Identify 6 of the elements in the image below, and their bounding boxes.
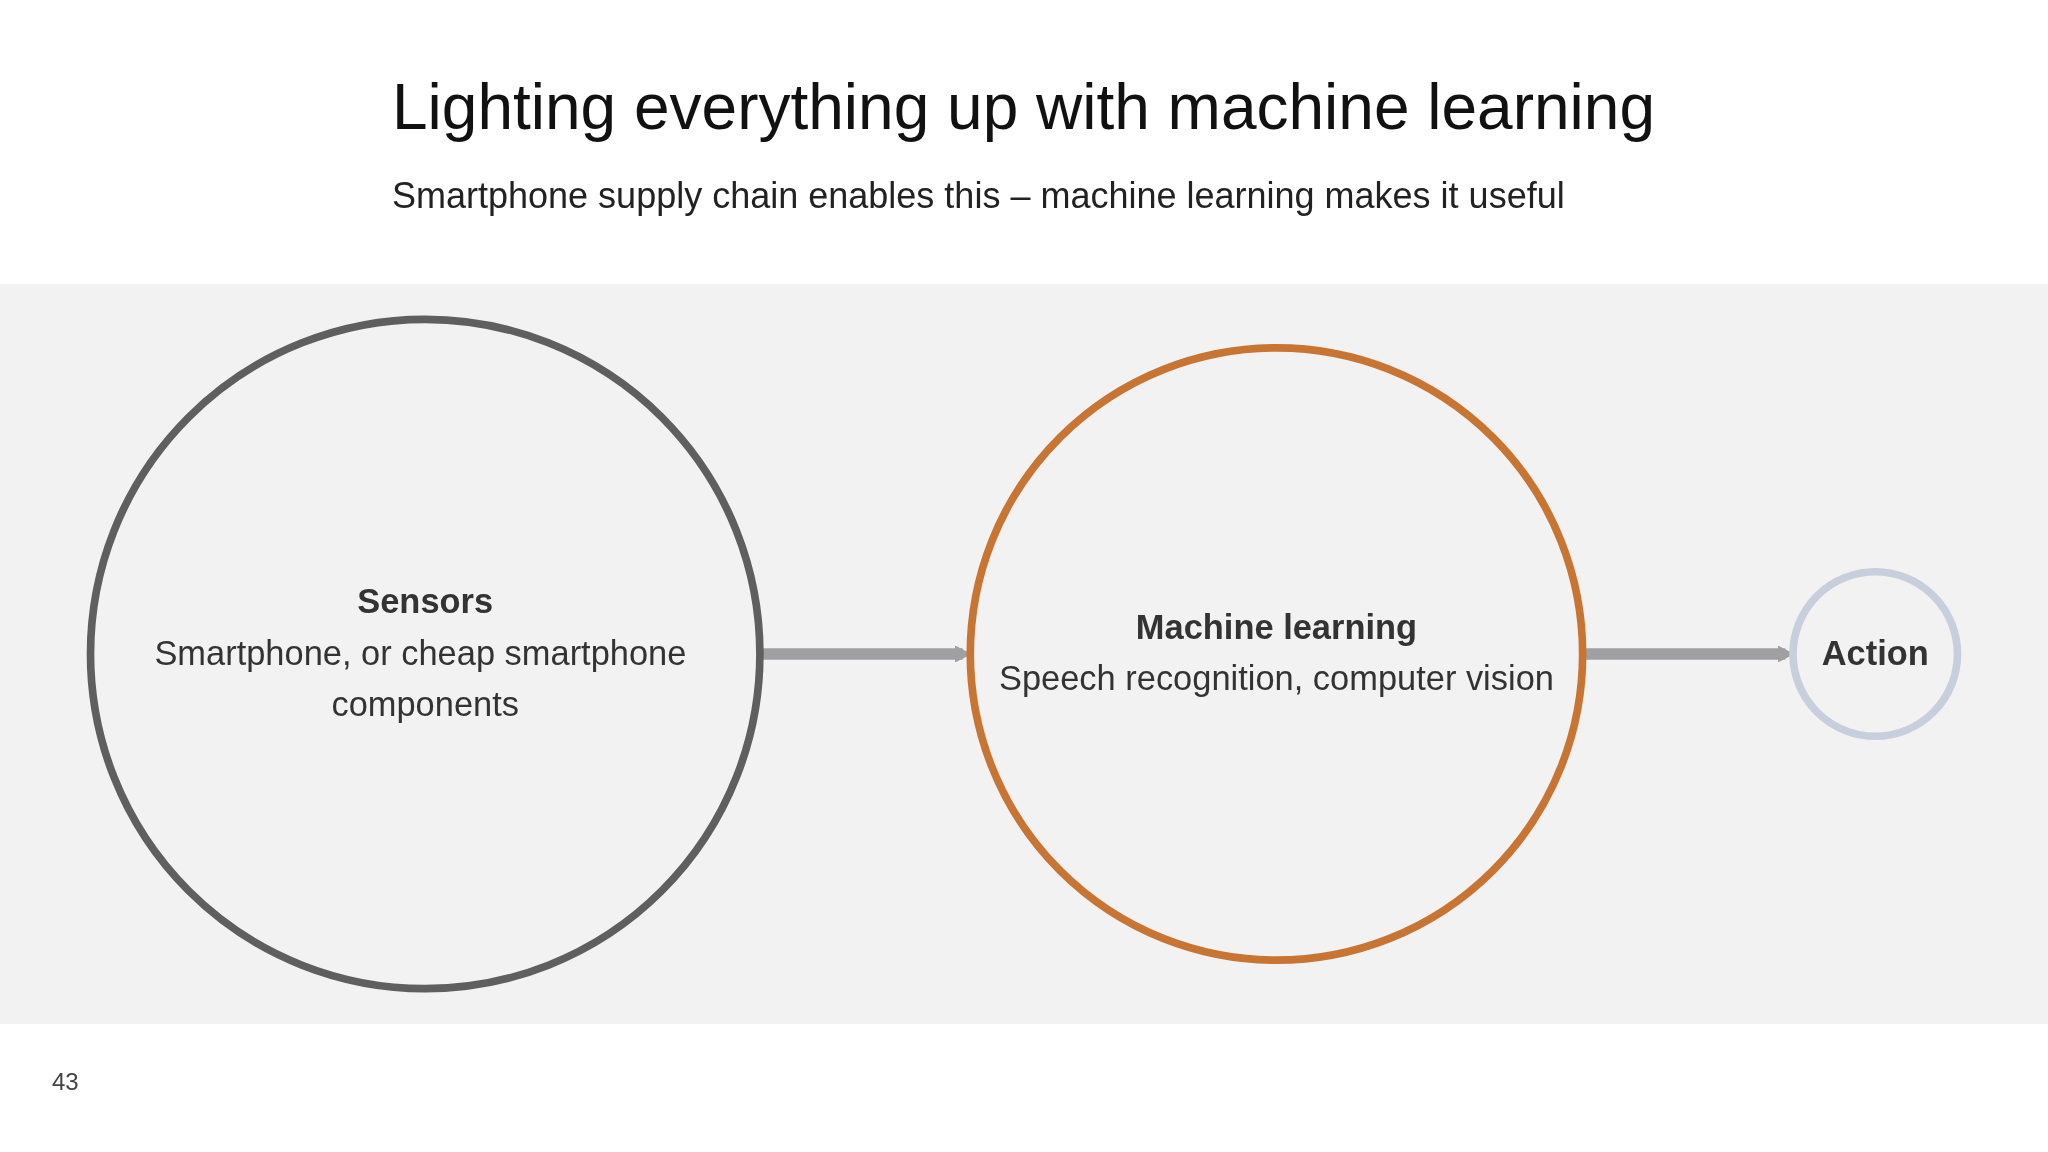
node-circle: Sensors Smartphone, or cheap smartphone components [86, 315, 764, 993]
slide-subtitle: Smartphone supply chain enables this – machine learning makes it useful [392, 175, 1565, 217]
node-circle: Machine learning Speech recognition, computer vision [966, 344, 1587, 964]
page-number: 43 [52, 1068, 79, 1096]
node-circle: Action [1789, 567, 1962, 741]
slide-title: Lighting everything up with machine learning [392, 70, 1655, 144]
